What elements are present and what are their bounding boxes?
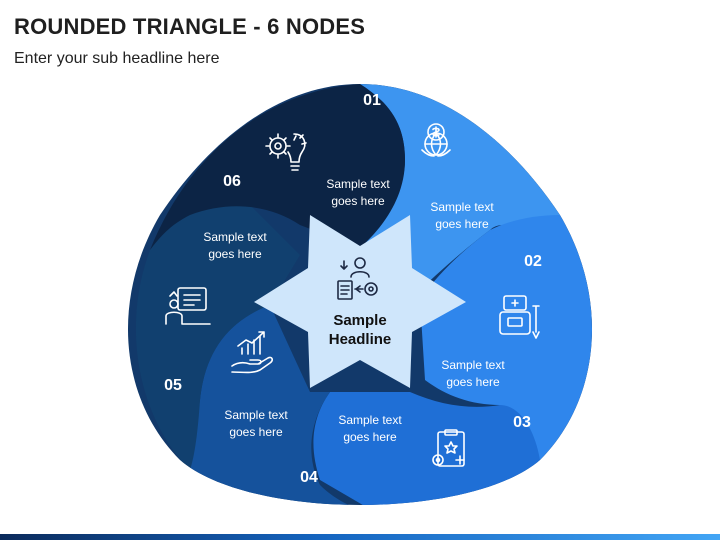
gear-lightbulb-icon <box>265 133 307 171</box>
center-star <box>254 215 466 388</box>
node-04-number: 04 <box>300 469 318 486</box>
node-05-text-line2: goes here <box>208 247 262 261</box>
page-subtitle: Enter your sub headline here <box>14 50 220 67</box>
medical-device-icon <box>499 295 540 339</box>
node-01-text-line1: Sample text <box>430 200 494 214</box>
center-headline-line2: Headline <box>329 331 392 348</box>
growth-chart-hand-icon <box>231 331 273 374</box>
node-03-segment <box>313 392 540 505</box>
node-02-text-line1: Sample text <box>441 358 505 372</box>
node-03-text-line1: Sample text <box>338 413 402 427</box>
node-01-number: 01 <box>363 92 381 109</box>
bottom-accent-bar <box>0 534 720 540</box>
node-04-text-line1: Sample text <box>224 408 288 422</box>
node-02-number: 02 <box>524 253 542 270</box>
page-title: ROUNDED TRIANGLE - 6 NODES <box>14 14 366 39</box>
manager-settings-icon <box>337 257 378 300</box>
node-06-text-line1: Sample text <box>326 177 390 191</box>
center-headline-line1: Sample <box>333 312 386 329</box>
node-03-number: 03 <box>513 414 531 431</box>
node-02-text-line2: goes here <box>446 375 500 389</box>
clipboard-settings-icon <box>432 429 465 467</box>
node-05-segment <box>135 204 300 470</box>
node-05-number: 05 <box>164 377 182 394</box>
node-06-segment <box>150 84 405 250</box>
node-04-segment <box>190 305 380 505</box>
node-04-text-line2: goes here <box>229 425 283 439</box>
node-03-text-line2: goes here <box>343 430 397 444</box>
money-globe-icon <box>421 123 451 157</box>
node-02-segment <box>420 215 593 460</box>
node-05-text-line1: Sample text <box>203 230 267 244</box>
presentation-person-icon <box>165 287 211 325</box>
node-01-text-line2: goes here <box>435 217 489 231</box>
node-06-text-line2: goes here <box>331 194 385 208</box>
node-06-number: 06 <box>223 173 241 190</box>
